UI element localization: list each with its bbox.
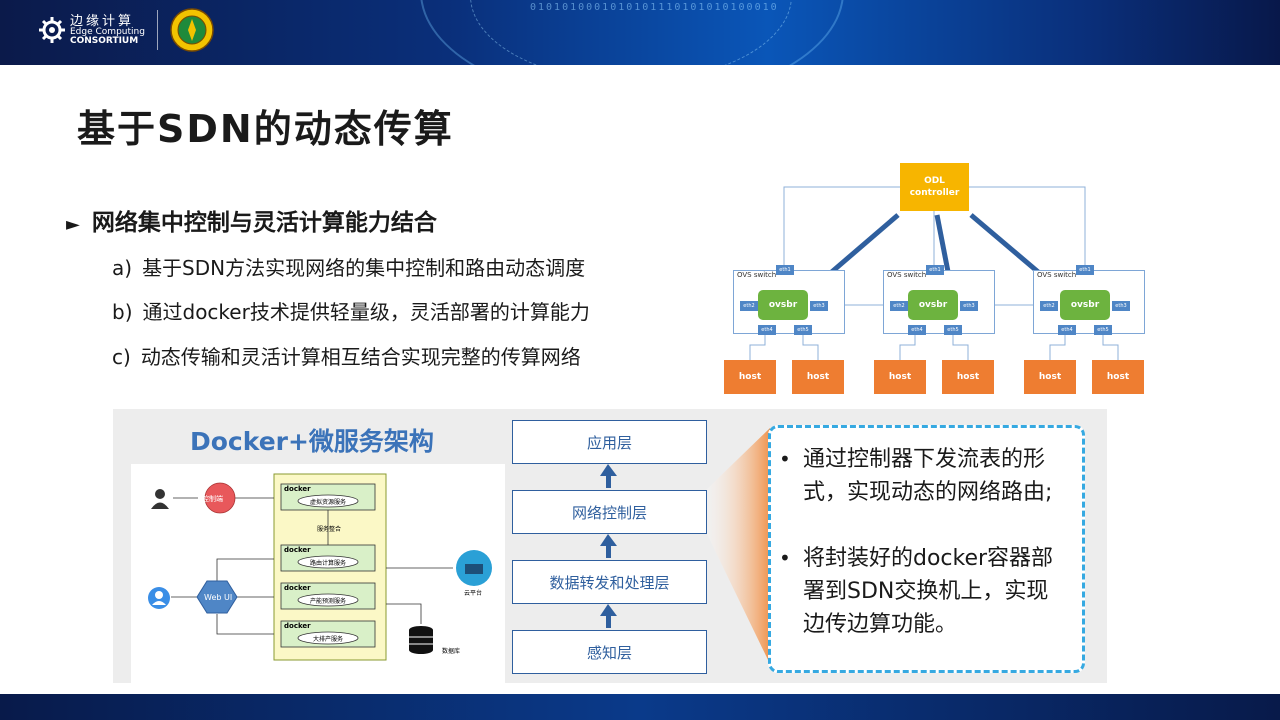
footer-banner [0,694,1280,720]
db-label: 数据库 [442,648,461,655]
sdn-network-diagram: openflow ODL controller OVS switch ovsbr… [720,160,1150,400]
service-label: 产能预测服务 [309,598,346,605]
service-label: 路由计算服务 [309,560,346,567]
logo-divider [156,10,158,50]
ovsbr-2: ovsbr [908,290,958,320]
docker-arch-lines [148,473,492,661]
host-node: host [724,360,776,394]
page-title: 基于SDN的动态传算 [77,107,454,151]
cloud-label: 云平台 [464,590,483,597]
host-node: host [1024,360,1076,394]
ovsbr-3: ovsbr [1060,290,1110,320]
callout-item: 通过控制器下发流表的形式，实现动态的网络路由; [803,447,1053,505]
layer-sensing: 感知层 [512,630,707,674]
gear-logo-icon [39,17,65,43]
service-label: 虚拟资源服务 [309,499,346,506]
bullet-dot: • [779,546,791,570]
main-bullet: ► 网络集中控制与灵活计算能力结合 [66,203,437,237]
layer-application: 应用层 [512,420,707,464]
logo-cn-text: 边缘计算 [70,13,135,29]
host-node: host [1092,360,1144,394]
sub-item: a)基于SDN方法实现网络的集中控制和路由动态调度 [112,256,586,280]
triangle-bullet-icon: ► [66,214,80,235]
docker-arch-title: Docker+微服务架构 [190,427,434,456]
main-bullet-text: 网络集中控制与灵活计算能力结合 [91,210,437,236]
binary-decoration: 0101010001010101110101010100010 [530,2,779,13]
bullet-dot: • [779,447,791,471]
university-seal-icon [170,8,214,52]
sub-item: b)通过docker技术提供轻量级，灵活部署的计算能力 [112,300,590,324]
logo-en-text: Edge Computing [70,26,145,37]
webui-label: Web UI [204,593,233,602]
ovsbr-1: ovsbr [758,290,808,320]
docker-architecture-diagram: 控制端 Web UI docker docker docker docker 虚… [131,464,505,683]
consortium-logo: 边缘计算 Edge Computing CONSORTIUM [38,8,214,52]
host-node: host [942,360,994,394]
logo-en-text-2: CONSORTIUM [70,35,139,46]
controller-label: 控制端 [202,495,223,503]
sub-item: c)动态传输和灵活计算相互结合实现完整的传算网络 [112,345,581,369]
combine-label: 服务整合 [317,526,342,533]
service-label: 大排产服务 [312,636,343,643]
layer-forwarding: 数据转发和处理层 [512,560,707,604]
host-node: host [792,360,844,394]
callout-item: 将封装好的docker容器部署到SDN交换机上，实现边传边算功能。 [803,546,1054,637]
odl-controller: ODL controller [900,163,969,211]
callout-box [768,425,1085,673]
header-banner: 0101010001010101110101010100010 边缘计算 Edg… [0,0,1280,65]
layer-network-control: 网络控制层 [512,490,707,534]
host-node: host [874,360,926,394]
